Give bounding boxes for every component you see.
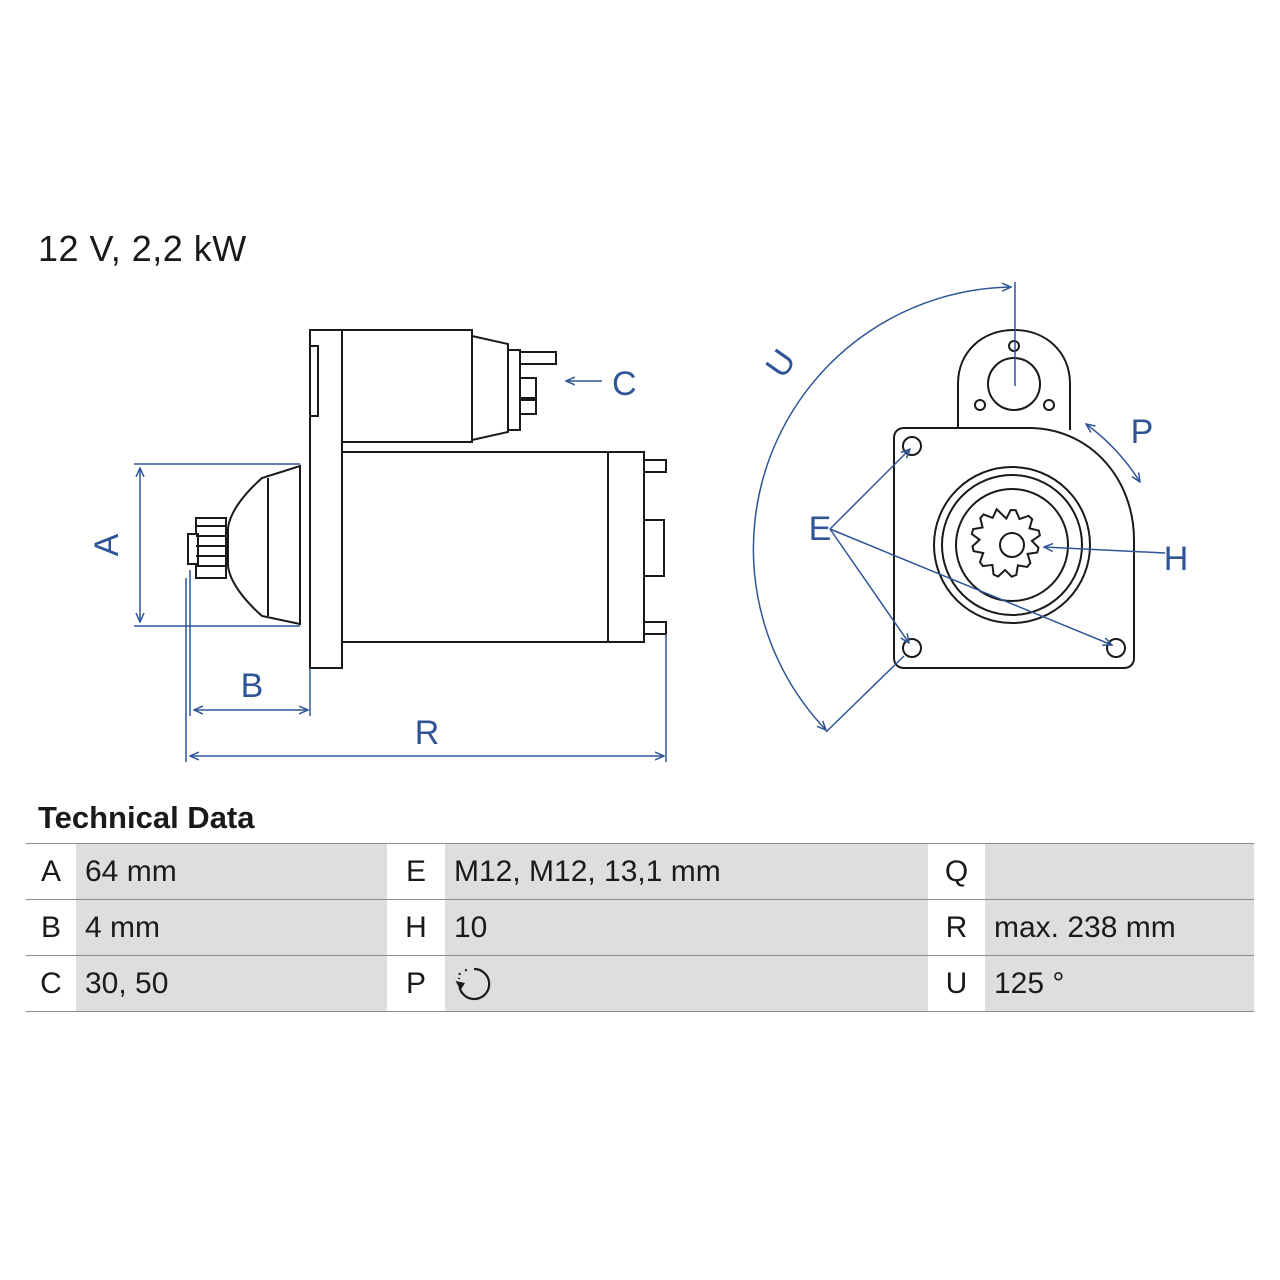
value-cell: 125 ° <box>985 955 1254 1012</box>
label-U: U <box>758 343 803 385</box>
value-cell: M12, M12, 13,1 mm <box>445 843 928 900</box>
key-cell: A <box>26 843 76 900</box>
label-P: P <box>1131 413 1154 451</box>
value-cell: 10 <box>445 899 928 956</box>
key-cell: H <box>387 899 445 956</box>
value-cell <box>985 843 1254 900</box>
side-dimensions <box>134 381 667 762</box>
front-view <box>893 328 1135 669</box>
starter-motor-drawing: A B R C U P E <box>88 282 1189 762</box>
label-H: H <box>1164 540 1189 578</box>
key-cell: C <box>26 955 76 1012</box>
front-dimensions <box>752 282 1166 733</box>
side-view <box>187 329 667 669</box>
value-cell-rotation <box>445 955 928 1012</box>
label-R: R <box>415 714 440 752</box>
value-cell: 64 mm <box>76 843 387 900</box>
key-cell: E <box>387 843 445 900</box>
value-cell: 4 mm <box>76 899 387 956</box>
value-cell: max. 238 mm <box>985 899 1254 956</box>
table-row: A 64 mm E M12, M12, 13,1 mm Q <box>26 843 1254 900</box>
technical-data-title: Technical Data <box>38 800 255 835</box>
key-cell: R <box>928 899 985 956</box>
key-cell: P <box>387 955 445 1012</box>
product-heading: 12 V, 2,2 kW <box>38 228 247 269</box>
table-row: B 4 mm H 10 R max. 238 mm <box>26 899 1254 956</box>
label-A: A <box>88 533 126 556</box>
table-row: C 30, 50 P U 125 ° <box>26 955 1254 1012</box>
key-cell: U <box>928 955 985 1012</box>
technical-data-table: A 64 mm E M12, M12, 13,1 mm Q B 4 mm H 1… <box>26 843 1254 1012</box>
label-C: C <box>612 365 637 403</box>
value-cell: 30, 50 <box>76 955 387 1012</box>
key-cell: B <box>26 899 76 956</box>
label-E: E <box>809 510 832 548</box>
counterclockwise-rotation-icon <box>455 967 491 1000</box>
label-B: B <box>241 667 264 705</box>
key-cell: Q <box>928 843 985 900</box>
